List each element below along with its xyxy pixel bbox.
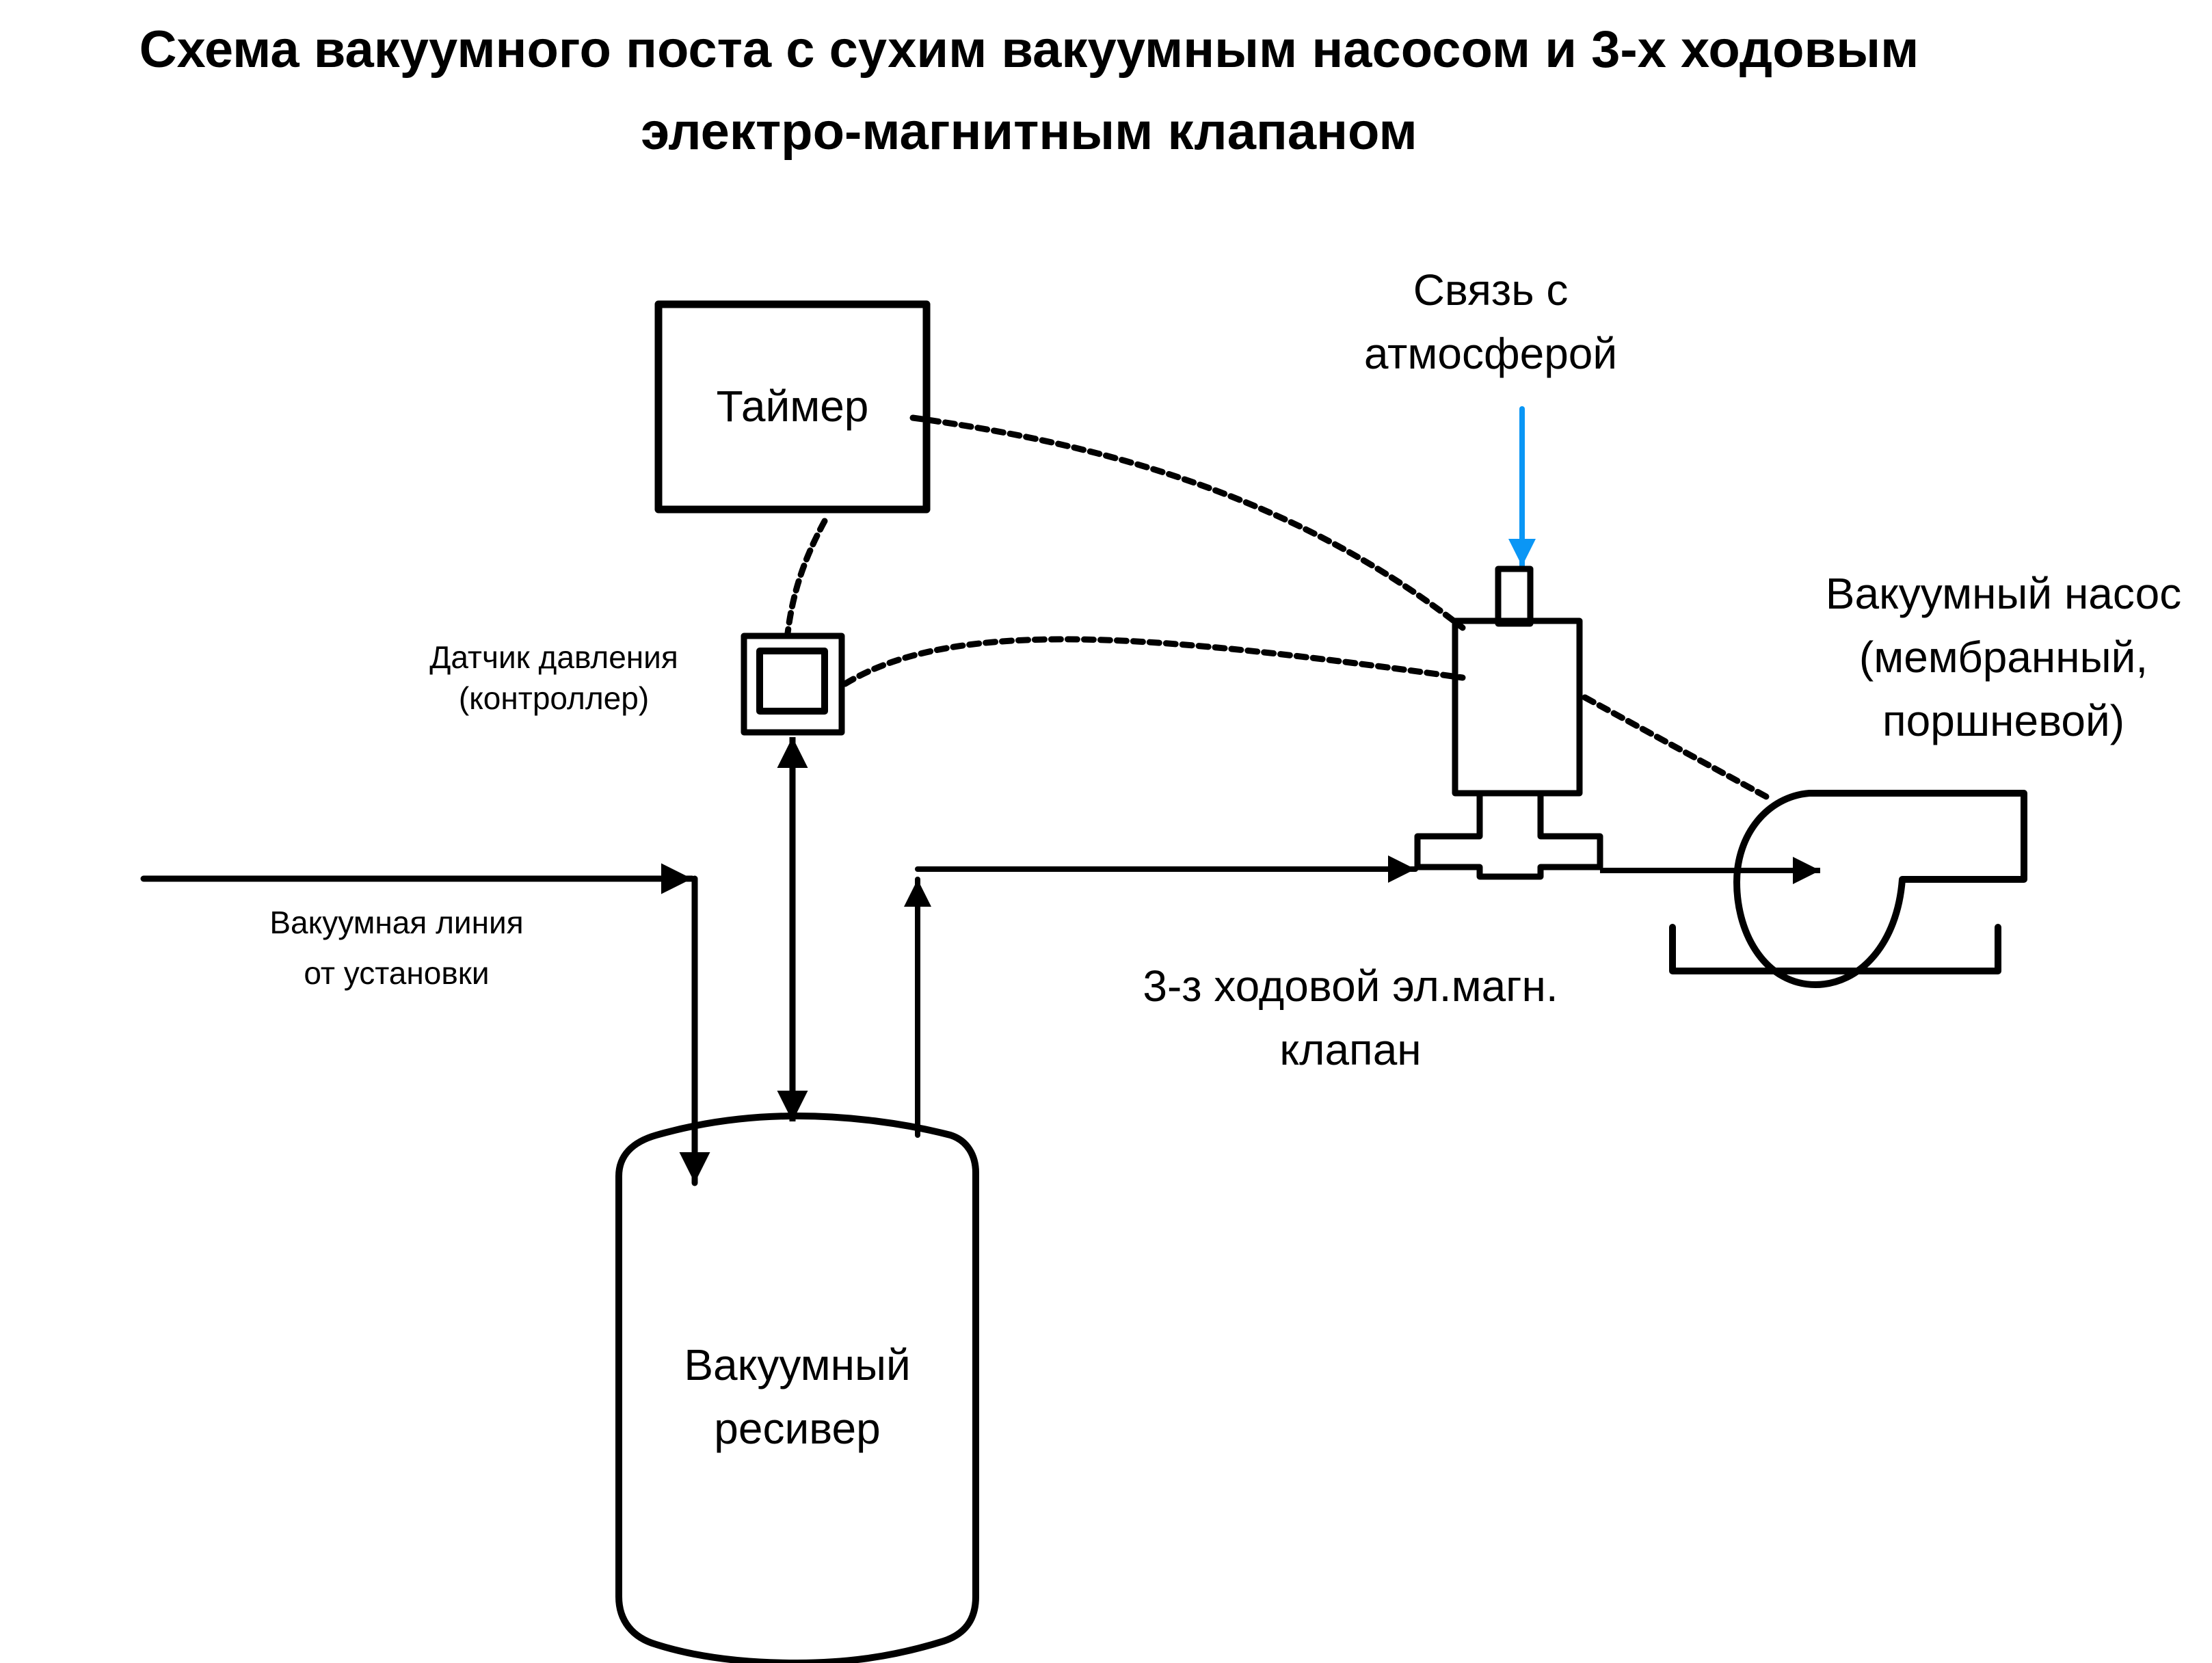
timer-label: Таймер [716,382,869,431]
diagram-title-line-2: электро-магнитным клапаном [641,103,1417,161]
pressure-sensor-symbol [741,633,845,736]
pressure-sensor-label-line-1: Датчик давления [429,639,678,675]
pressure-sensor-label: Датчик давления (контроллер) [383,637,725,719]
vacuum-pump-symbol [1669,790,2027,988]
signal-line-timer-valve [909,414,1466,631]
receiver-vessel [615,1113,979,1663]
diagram-title-line-1: Схема вакуумного поста с сухим вакуумным… [139,21,1919,79]
valve-label-line-1: 3-з ходовой эл.магн. [1143,961,1558,1011]
valve-label: 3-з ходовой эл.магн. клапан [1080,955,1621,1082]
valve-label-line-2: клапан [1279,1024,1422,1074]
vacuum-pump-label: Вакуумный насос (мембранный, поршневой) [1785,562,2212,752]
signal-line-timer-sensor [784,518,828,637]
pressure-sensor-outer [741,633,845,736]
receiver-label-line-2: ресивер [714,1403,881,1453]
vacuum-line-label: Вакуумная линия от установки [226,898,568,998]
pump-base [1669,924,2001,974]
valve-fitting [1414,793,1603,880]
vacuum-line-label-line-2: от установки [304,955,490,991]
pressure-sensor-inner [756,648,828,715]
valve-top-stub [1495,566,1534,627]
valve-coil-body [1452,617,1583,797]
receiver-label-line-1: Вакуумный [684,1340,911,1389]
pressure-sensor-label-line-2: (контроллер) [458,680,650,716]
vacuum-pump-label-line-2: (мембранный, [1858,632,2148,682]
vacuum-pump-label-line-1: Вакуумный насос [1825,569,2182,618]
atmosphere-label-line-1: Связь с [1413,265,1569,315]
pump-housing [1733,790,2027,988]
vacuum-line-label-line-1: Вакуумная линия [269,905,524,940]
signal-line-valve-pump [1582,694,1770,800]
atmosphere-label: Связь с атмосферой [1285,258,1696,386]
solenoid-valve-symbol [1414,566,1603,880]
atmosphere-label-line-2: атмосферой [1363,328,1618,378]
timer-box [654,300,931,514]
vacuum-pump-label-line-3: поршневой) [1882,695,2125,745]
receiver-label: Вакуумный ресивер [619,1333,976,1461]
signal-line-sensor-valve [842,636,1466,687]
